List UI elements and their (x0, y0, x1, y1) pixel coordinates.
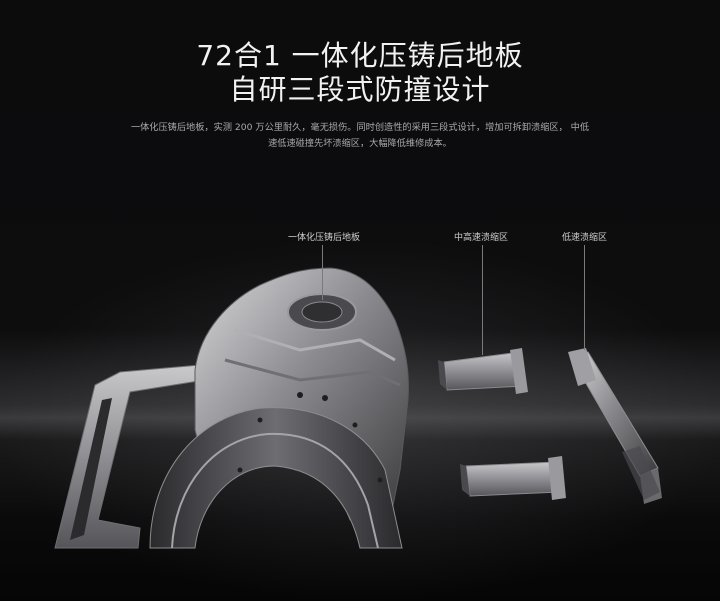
description: 一体化压铸后地板，实测 200 万公里耐久，毫无损伤。同时创造性的采用三段式设计… (110, 120, 610, 152)
mid-high-speed-crush-zone (438, 348, 566, 500)
callout-low-speed-leader (584, 245, 585, 350)
die-cast-rear-floor (54, 267, 409, 549)
description-line-2: 速低速碰撞先坏溃缩区，大幅降低维修成本。 (268, 138, 452, 149)
low-speed-crush-zone (568, 348, 662, 504)
callout-floor-leader (322, 245, 323, 300)
headline-line-1: 72合1 一体化压铸后地板 (196, 39, 524, 72)
callout-mid-high-leader (482, 245, 483, 355)
headline-line-2: 自研三段式防撞设计 (229, 73, 491, 106)
callout-floor-label: 一体化压铸后地板 (288, 233, 361, 243)
callout-low-speed-label: 低速溃缩区 (562, 233, 608, 243)
callout-mid-high-label: 中高速溃缩区 (454, 233, 509, 243)
description-line-1: 一体化压铸后地板，实测 200 万公里耐久，毫无损伤。同时创造性的采用三段式设计… (130, 122, 590, 133)
